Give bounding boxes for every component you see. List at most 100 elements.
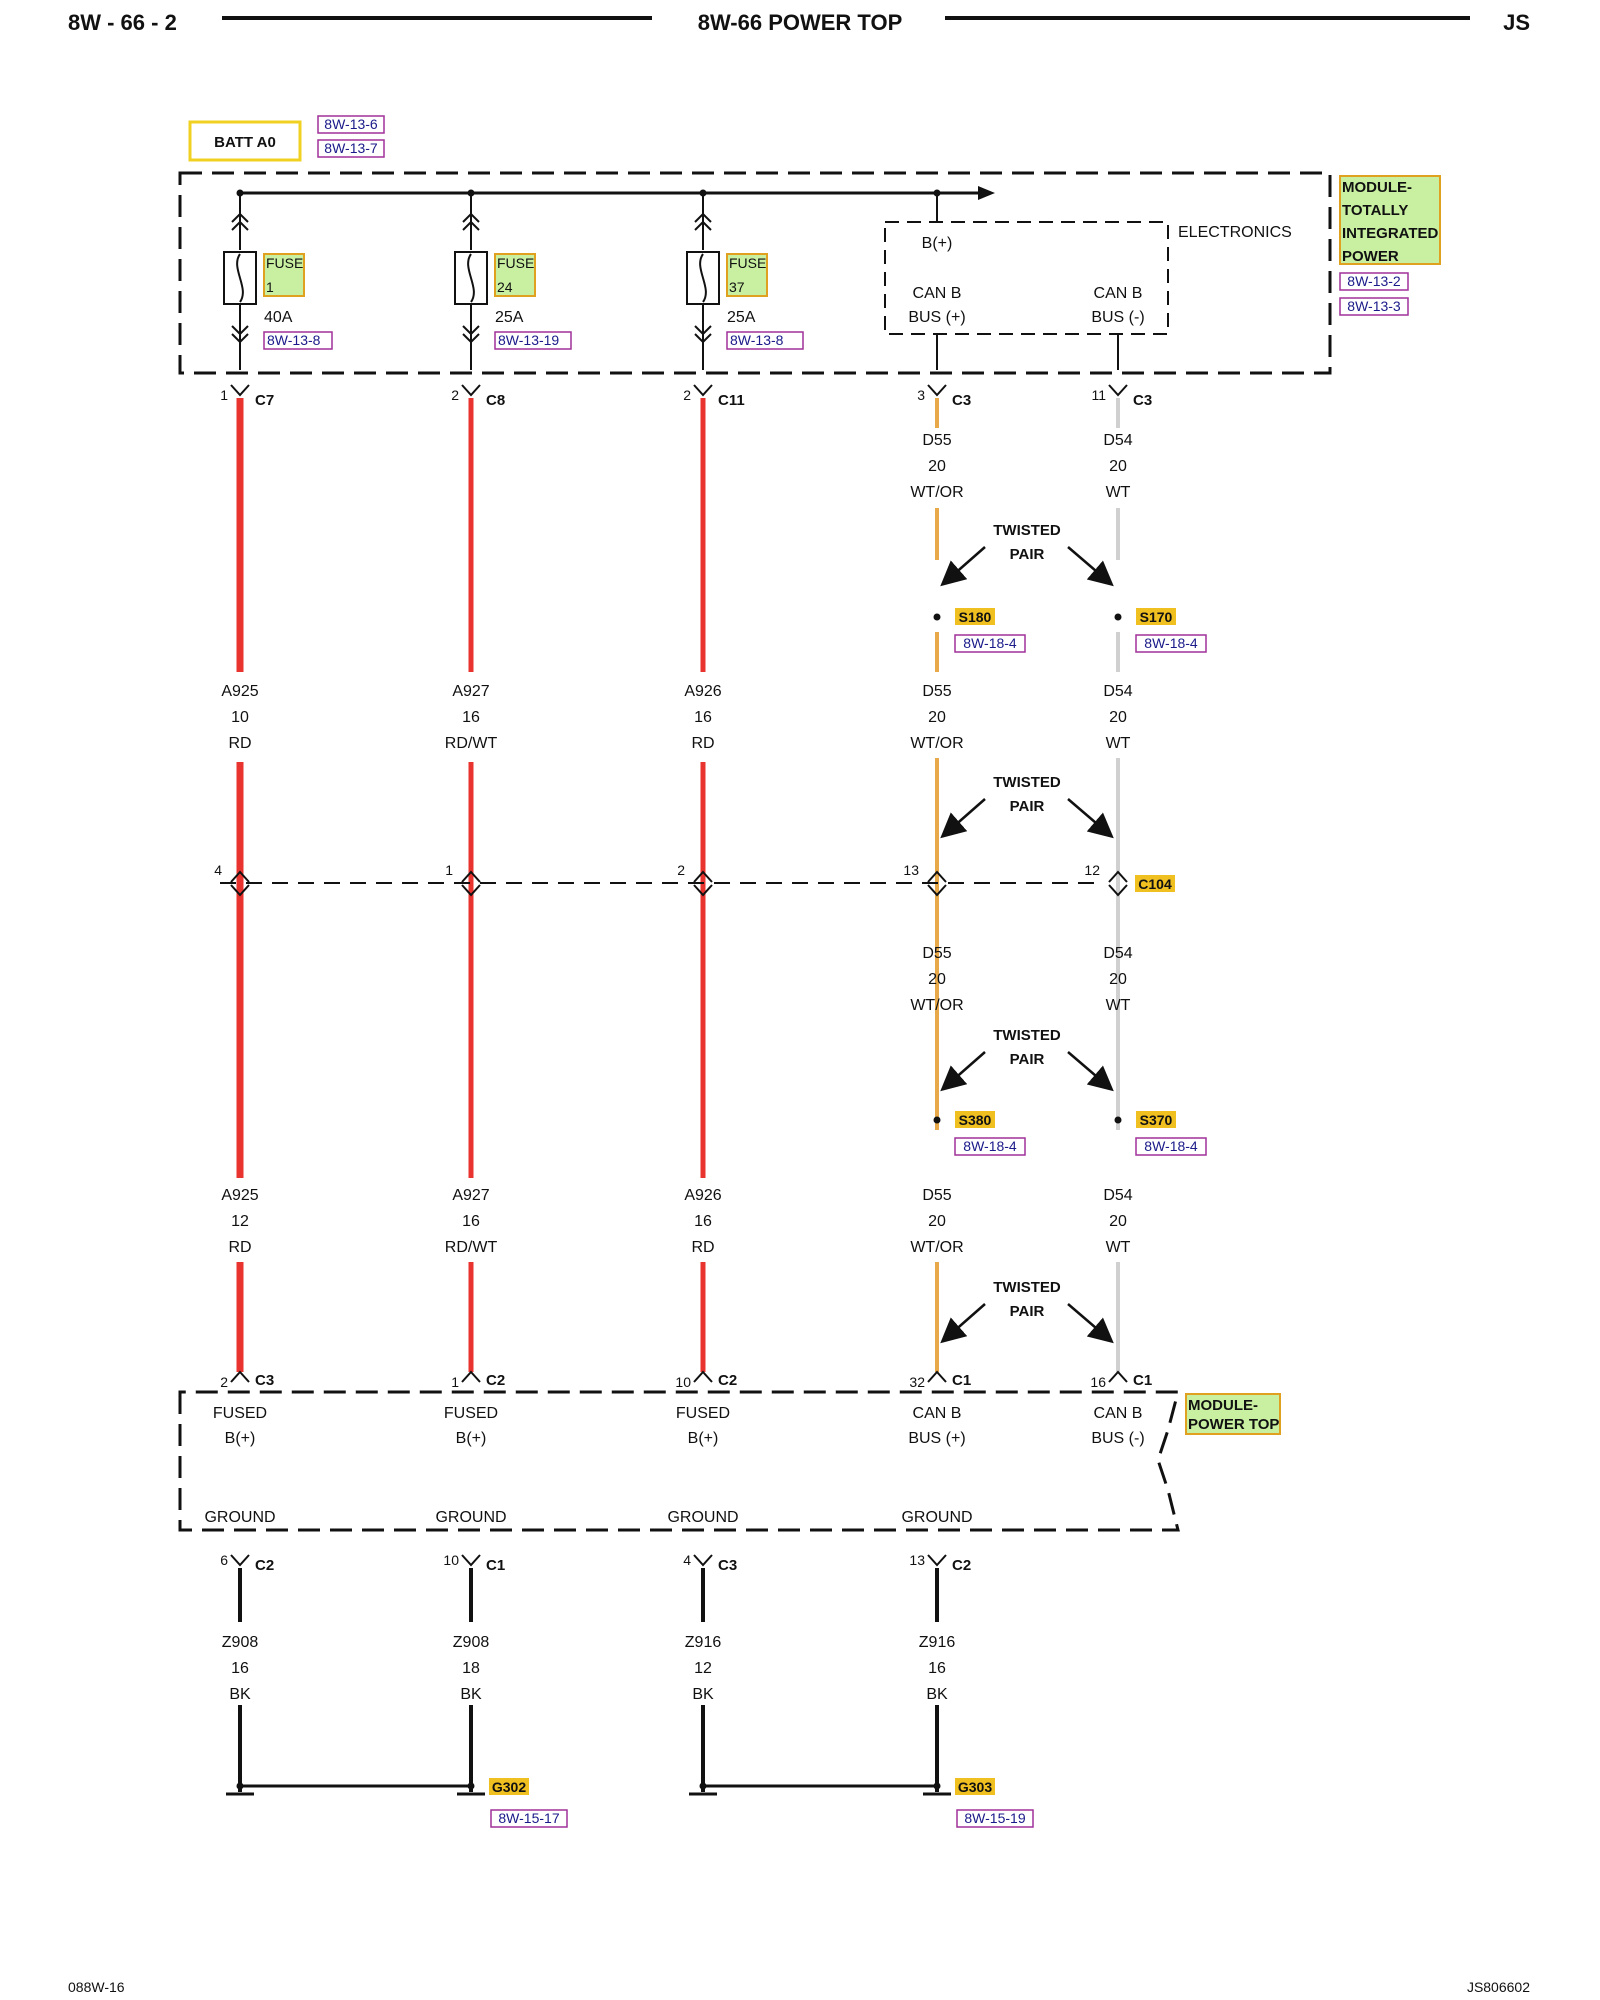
- ground-wire-label: Z916: [919, 1634, 956, 1651]
- wire-label: D54: [1103, 1187, 1132, 1204]
- ground-wire-label: 16: [928, 1660, 946, 1677]
- twisted-pair-group: TWISTEDPAIRTWISTEDPAIRTWISTEDPAIRTWISTED…: [940, 522, 1114, 1344]
- splice-ref-link[interactable]: 8W-18-4: [963, 635, 1017, 651]
- wire-label: WT: [1106, 997, 1131, 1014]
- fuse-connector-icon: [231, 212, 249, 231]
- ground-wire-label: Z916: [685, 1634, 722, 1651]
- module-connector-pin: 32: [909, 1374, 925, 1390]
- connector-fork-icon: [927, 384, 947, 397]
- c104-tag: [1135, 875, 1175, 892]
- c104-pin: 12: [1084, 862, 1100, 878]
- power-top-ground-label: GROUND: [204, 1509, 275, 1526]
- tipm-label-box: [1339, 175, 1441, 265]
- batt-ref-2[interactable]: 8W-13-7: [324, 140, 378, 156]
- page-title: 8W-66 POWER TOP: [698, 10, 903, 35]
- power-top-ground-label: GROUND: [901, 1509, 972, 1526]
- batt-label: BATT A0: [214, 134, 276, 151]
- twisted-label: PAIR: [1010, 798, 1045, 815]
- wire-label: WT/OR: [910, 735, 963, 752]
- splice-ref-link[interactable]: 8W-18-4: [1144, 635, 1198, 651]
- wire-label: 16: [694, 1213, 712, 1230]
- connector-fork-icon: [693, 1554, 713, 1567]
- twisted-arrow-left-icon: [940, 798, 986, 839]
- splice-ref-link[interactable]: 8W-18-4: [963, 1138, 1017, 1154]
- splice-name: S180: [959, 609, 992, 625]
- connector-pin: 2: [451, 387, 459, 403]
- module-connector-name: C2: [486, 1372, 505, 1389]
- wire-label: WT/OR: [910, 997, 963, 1014]
- connector-fork-icon: [927, 1554, 947, 1567]
- connector-pin: 2: [683, 387, 691, 403]
- twisted-label: PAIR: [1010, 546, 1045, 563]
- electronics-box: [884, 221, 1169, 335]
- power-top-input-label: FUSED: [213, 1405, 267, 1422]
- connector-fork-icon: [693, 1370, 713, 1383]
- fuse-ref-link[interactable]: 8W-13-8: [267, 332, 321, 348]
- wire-label: 20: [1109, 1213, 1127, 1230]
- wire-label: 10: [231, 709, 249, 726]
- fuse-ref-link[interactable]: 8W-13-8: [730, 332, 784, 348]
- tipm-label: MODULE- TOTALLY INTEGRATED POWER 8W-13-2…: [1339, 175, 1441, 316]
- module-connector-name: C2: [718, 1372, 737, 1389]
- ground-ref-link[interactable]: 8W-15-17: [498, 1810, 559, 1826]
- c104-pin: 13: [903, 862, 919, 878]
- ground-point-name: G302: [492, 1779, 526, 1795]
- wire-label: RD: [691, 735, 714, 752]
- power-top-ground-label: GROUND: [667, 1509, 738, 1526]
- splice-ref-link[interactable]: 8W-18-4: [1144, 1138, 1198, 1154]
- connector-fork-icon: [693, 870, 713, 883]
- wire-label: D54: [1103, 683, 1132, 700]
- splice-ref-box: [954, 1137, 1026, 1156]
- splice-name: S170: [1140, 609, 1173, 625]
- ground-ref-link[interactable]: 8W-15-19: [964, 1810, 1025, 1826]
- module-connector-pin: 2: [220, 1374, 228, 1390]
- wire-label: 16: [462, 709, 480, 726]
- fuse-element-icon: [467, 253, 475, 303]
- power-top-label: MODULE- POWER TOP: [1185, 1393, 1281, 1435]
- splice-tag: [955, 1111, 995, 1128]
- connector-name: C3: [952, 392, 971, 409]
- connector-name: C7: [255, 392, 274, 409]
- connector-fork-icon: [230, 884, 250, 897]
- ground-connector-pin: 6: [220, 1552, 228, 1568]
- wire-label: 16: [694, 709, 712, 726]
- wire-label: WT/OR: [910, 484, 963, 501]
- batt-ref-1[interactable]: 8W-13-6: [324, 116, 378, 132]
- fuse-ref-link[interactable]: 8W-13-19: [498, 332, 559, 348]
- wire-label: 20: [1109, 458, 1127, 475]
- power-top-input-label: CAN B: [1094, 1405, 1143, 1422]
- fuse-tag-box: [263, 253, 305, 297]
- fuse-connector-icon: [462, 212, 480, 231]
- ground-connector-pin: 13: [909, 1552, 925, 1568]
- batt-ref-box-2: [317, 139, 385, 158]
- wire-label: A926: [684, 683, 721, 700]
- fuse-amperage: 25A: [495, 309, 524, 326]
- power-top-input-label: FUSED: [676, 1405, 730, 1422]
- power-top-line-2: POWER TOP: [1188, 1416, 1279, 1433]
- c104-pin: 1: [445, 862, 453, 878]
- wire-label: A925: [221, 1187, 258, 1204]
- tipm-line-1: MODULE-: [1342, 179, 1412, 196]
- ground-wire-label: Z908: [453, 1634, 490, 1651]
- twisted-arrow-left-icon: [940, 546, 986, 587]
- splice-ref-box: [954, 634, 1026, 653]
- tipm-ref-2[interactable]: 8W-13-3: [1347, 298, 1401, 314]
- page-header: 8W - 66 - 2 8W-66 POWER TOP JS: [68, 10, 1530, 35]
- splice-node: [1114, 613, 1122, 621]
- connector-fork-icon: [927, 1370, 947, 1383]
- tipm-ref-box-1: [1339, 272, 1409, 291]
- ground-point-tag: [955, 1778, 995, 1795]
- splice-tag: [955, 608, 995, 625]
- wire-label: 20: [928, 709, 946, 726]
- wire-label: RD: [228, 735, 251, 752]
- tipm-ref-1[interactable]: 8W-13-2: [1347, 273, 1401, 289]
- connector-fork-icon: [461, 1554, 481, 1567]
- wire-label: RD: [228, 1239, 251, 1256]
- wire-label: WT: [1106, 1239, 1131, 1256]
- tipm-can-minus-2: BUS (-): [1091, 309, 1144, 326]
- ground-point-name: G303: [958, 1779, 992, 1795]
